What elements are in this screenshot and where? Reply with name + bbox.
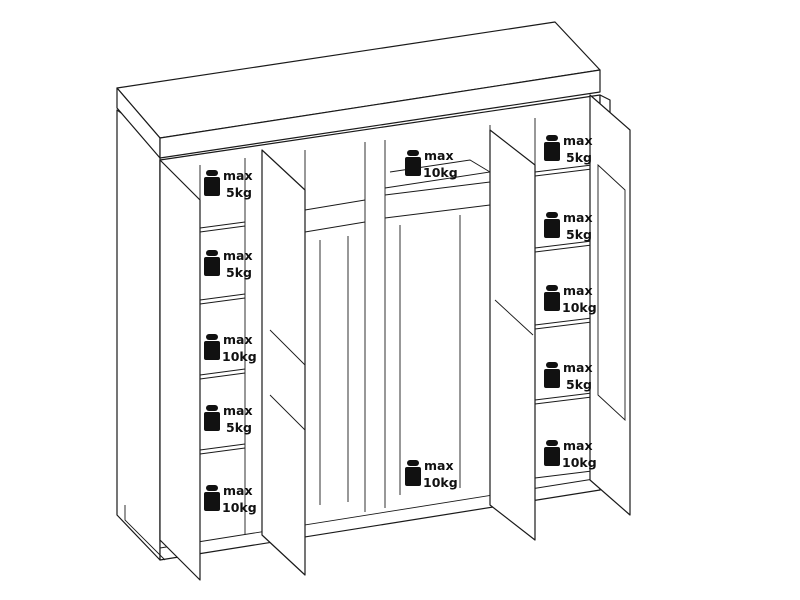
- weight-limit-label: 10kg: [222, 349, 257, 364]
- weight-limit-label: 10kg: [222, 500, 257, 515]
- max-label: max: [223, 168, 253, 183]
- weight-icon: [204, 250, 220, 276]
- weight-icon: [544, 135, 560, 161]
- max-label: max: [563, 360, 593, 375]
- door-right-1: [489, 129, 536, 541]
- weight-icon: [544, 285, 560, 311]
- max-label: max: [563, 283, 593, 298]
- weight-limit-label: 5kg: [566, 377, 592, 392]
- weight-limit-label: 10kg: [423, 165, 458, 180]
- max-label: max: [563, 210, 593, 225]
- max-label: max: [563, 133, 593, 148]
- max-label: max: [424, 458, 454, 473]
- max-label: max: [223, 483, 253, 498]
- weight-limit-label: 10kg: [562, 300, 597, 315]
- top-panel: [116, 21, 601, 159]
- max-label: max: [563, 438, 593, 453]
- weight-icon: [204, 405, 220, 431]
- weight-icon: [544, 362, 560, 388]
- weight-limit-label: 5kg: [226, 420, 252, 435]
- weight-icon: [204, 485, 220, 511]
- weight-icon: [544, 440, 560, 466]
- max-label: max: [424, 148, 454, 163]
- weight-labels: max 5kg max 5kg max 10kg max 5kg max 10kg max 10kg m…: [204, 133, 597, 515]
- max-label: max: [223, 403, 253, 418]
- weight-limit-label: 10kg: [562, 455, 597, 470]
- mirror-panel: [597, 163, 626, 422]
- weight-icon: [405, 460, 421, 486]
- max-label: max: [223, 248, 253, 263]
- weight-icon: [544, 212, 560, 238]
- door-left-1: [159, 159, 201, 581]
- max-label: max: [223, 332, 253, 347]
- weight-icon: [204, 334, 220, 360]
- weight-limit-label: 10kg: [423, 475, 458, 490]
- right-shelves: [534, 164, 593, 479]
- weight-limit-label: 5kg: [566, 227, 592, 242]
- open-doors: [159, 94, 631, 581]
- weight-limit-label: 5kg: [226, 185, 252, 200]
- weight-limit-label: 5kg: [566, 150, 592, 165]
- weight-limit-label: 5kg: [226, 265, 252, 280]
- door-right-2: [589, 94, 631, 516]
- weight-icon: [204, 170, 220, 196]
- weight-icon: [405, 150, 421, 176]
- left-shelves: [199, 221, 246, 455]
- door-left-2: [261, 149, 306, 576]
